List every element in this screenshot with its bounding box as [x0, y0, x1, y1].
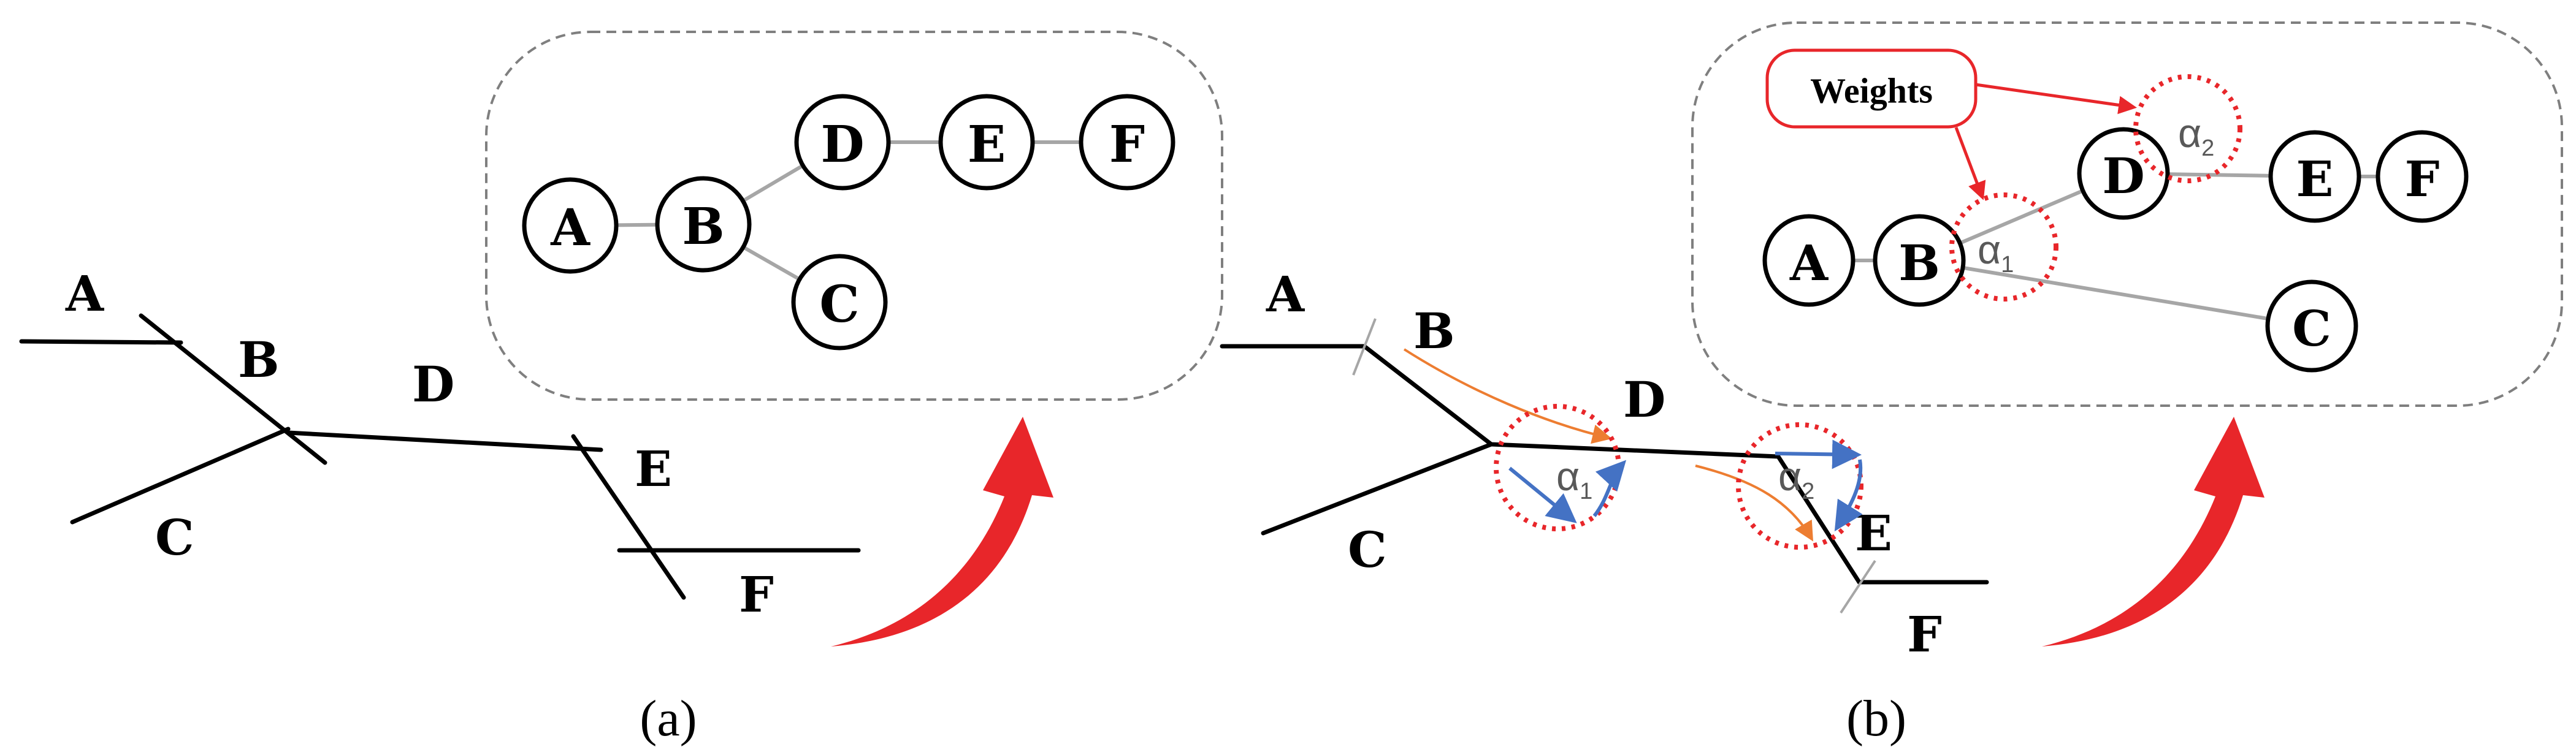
road-b — [139, 313, 327, 465]
graph-node-a: A — [1762, 214, 1856, 307]
weight-label-1: α1 — [1978, 227, 2014, 278]
graph-node-f: F — [1079, 94, 1175, 191]
weights-arrow-2 — [1975, 83, 2137, 115]
road-label-f: F — [739, 566, 774, 623]
weight-circle-2 — [2133, 74, 2242, 183]
weights-label: Weights — [1810, 71, 1933, 111]
road-b — [1362, 344, 1494, 447]
graph-node-d: D — [794, 94, 891, 191]
road-label-f: F — [1907, 605, 1942, 663]
graph-node-label: D — [820, 115, 864, 174]
graph-nodes-b: A B C D E F — [1762, 127, 2469, 373]
graph-node-f: F — [2375, 130, 2469, 223]
graph-node-e: E — [2268, 130, 2361, 223]
turn-arrow-2 — [1695, 465, 1814, 542]
panel-b: A B C D E F α1 α2 — [1220, 21, 2563, 747]
road-network-b — [1220, 344, 1989, 585]
graph-node-label: E — [2296, 150, 2334, 208]
road-label-a: A — [65, 265, 104, 322]
weight-label-2: α2 — [2178, 110, 2214, 161]
road-c — [70, 427, 291, 525]
graph-node-b: B — [655, 176, 752, 273]
graph-node-label: A — [550, 199, 590, 257]
curved-arrow-a — [831, 417, 1053, 647]
graph-node-e: E — [938, 94, 1035, 191]
graph-node-c: C — [2265, 279, 2358, 373]
road-e — [571, 434, 686, 600]
graph-node-label: F — [1109, 115, 1145, 174]
road-label-e: E — [635, 440, 672, 498]
highlight-circle-2 — [1736, 422, 1863, 550]
graph-edge-bc — [1919, 259, 2312, 328]
graph-box-a — [485, 31, 1223, 401]
angle-arrow-2 — [1775, 439, 1862, 469]
junction-2: α2 — [1736, 422, 1863, 550]
graph-nodes-a: A B C D E F — [522, 94, 1175, 351]
graph-node-d: D — [2077, 127, 2170, 220]
caption-a: (a) — [640, 690, 697, 747]
graph-node-label: C — [819, 275, 859, 334]
graph-node-label: C — [2292, 300, 2331, 357]
graph-node-label: F — [2405, 150, 2440, 208]
road-label-d: D — [1623, 371, 1665, 428]
road-network-a — [19, 313, 861, 600]
graph-node-b: B — [1873, 214, 1966, 307]
stub-ab — [1352, 318, 1377, 376]
angle-label-2: α2 — [1778, 453, 1814, 504]
road-c — [1261, 442, 1494, 536]
graph-node-c: C — [791, 254, 888, 351]
graph-box-b — [1691, 21, 2563, 407]
weight-circle-1 — [1949, 192, 2058, 302]
curved-arrow-b — [2042, 417, 2265, 647]
graph-node-label: D — [2102, 147, 2144, 205]
junction-1: α1 — [1494, 404, 1627, 531]
road-d — [1489, 442, 1781, 459]
road-label-c: C — [155, 509, 194, 566]
angle-arc-2 — [1834, 459, 1863, 532]
graph-node-label: E — [968, 115, 1006, 174]
road-d — [286, 430, 603, 452]
graph-node-label: A — [1789, 234, 1829, 292]
weights-arrow-1 — [1954, 127, 1986, 200]
road-label-b: B — [1413, 302, 1455, 360]
graph-node-label: B — [682, 197, 724, 256]
road-label-c: C — [1348, 521, 1387, 579]
weights-box — [1765, 48, 1978, 129]
graph-node-a: A — [522, 177, 619, 274]
stub-ef — [1840, 560, 1876, 614]
panel-a: A B C D E F A B C — [19, 31, 1223, 747]
graph-node-label: B — [1898, 234, 1940, 292]
road-a — [19, 339, 183, 345]
road-label-d: D — [412, 355, 454, 413]
road-label-a: A — [1266, 265, 1305, 323]
angle-arrow-1 — [1508, 466, 1577, 523]
caption-b: (b) — [1846, 690, 1906, 747]
angle-label-1: α1 — [1556, 453, 1592, 504]
turn-arrow-1 — [1403, 348, 1612, 444]
road-stubs-b — [1352, 318, 1876, 614]
road-e — [1776, 454, 1862, 585]
road-label-e: E — [1855, 504, 1892, 562]
angle-arc-1 — [1592, 460, 1627, 517]
road-label-b: B — [238, 331, 280, 389]
